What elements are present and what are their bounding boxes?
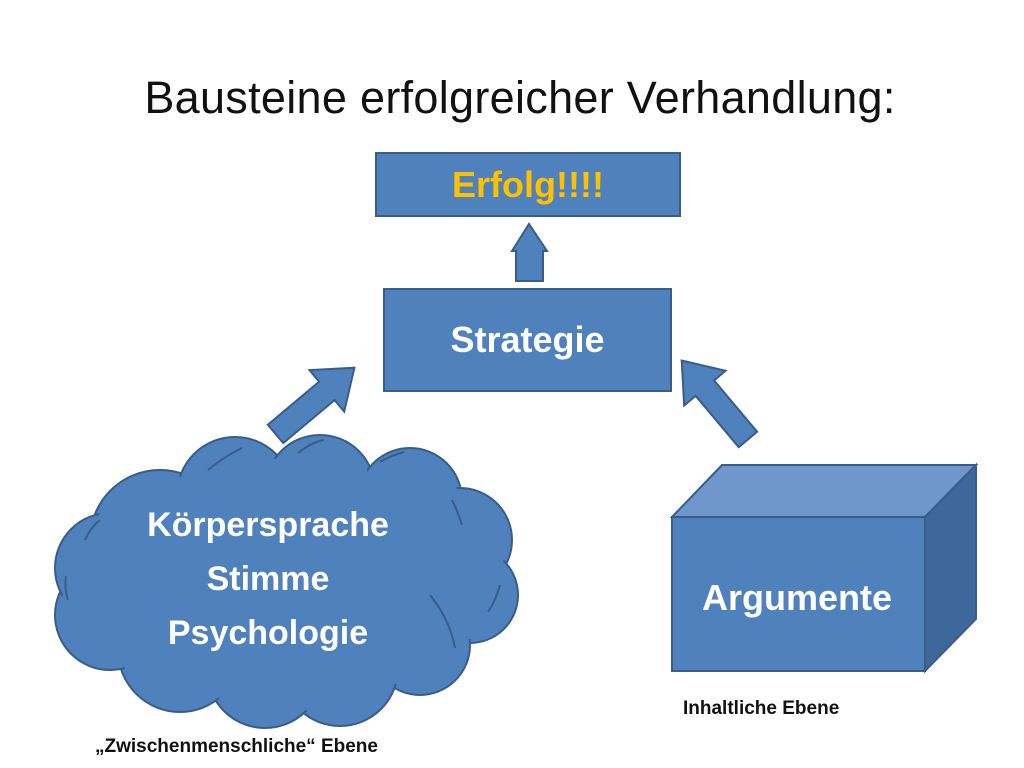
strategy-label: Strategie [450, 319, 605, 360]
arrow-to-goal [510, 222, 549, 282]
cloud-line-psychology: Psychologie [167, 614, 369, 652]
cloud-line-voice: Stimme [206, 560, 330, 598]
goal-label: Erfolg!!!! [452, 163, 604, 205]
caption-content-level: Inhaltliche Ebene [683, 698, 840, 719]
block-front [671, 516, 926, 672]
arrow-from-argumente [680, 359, 759, 449]
slide-title: Bausteine erfolgreicher Verhandlung: [144, 72, 896, 123]
strategy-box: Strategie [383, 288, 672, 392]
cloud-line-body-language: Körpersprache [147, 506, 389, 544]
cloud-label: Körpersprache Stimme Psychologie [110, 498, 426, 660]
goal-box: Erfolg!!!! [375, 152, 681, 217]
arrow-from-cloud [266, 366, 356, 445]
caption-interpersonal-level: „Zwischenmenschliche“ Ebene [95, 736, 378, 757]
block-top [669, 464, 979, 518]
block-label: Argumente [701, 577, 893, 618]
